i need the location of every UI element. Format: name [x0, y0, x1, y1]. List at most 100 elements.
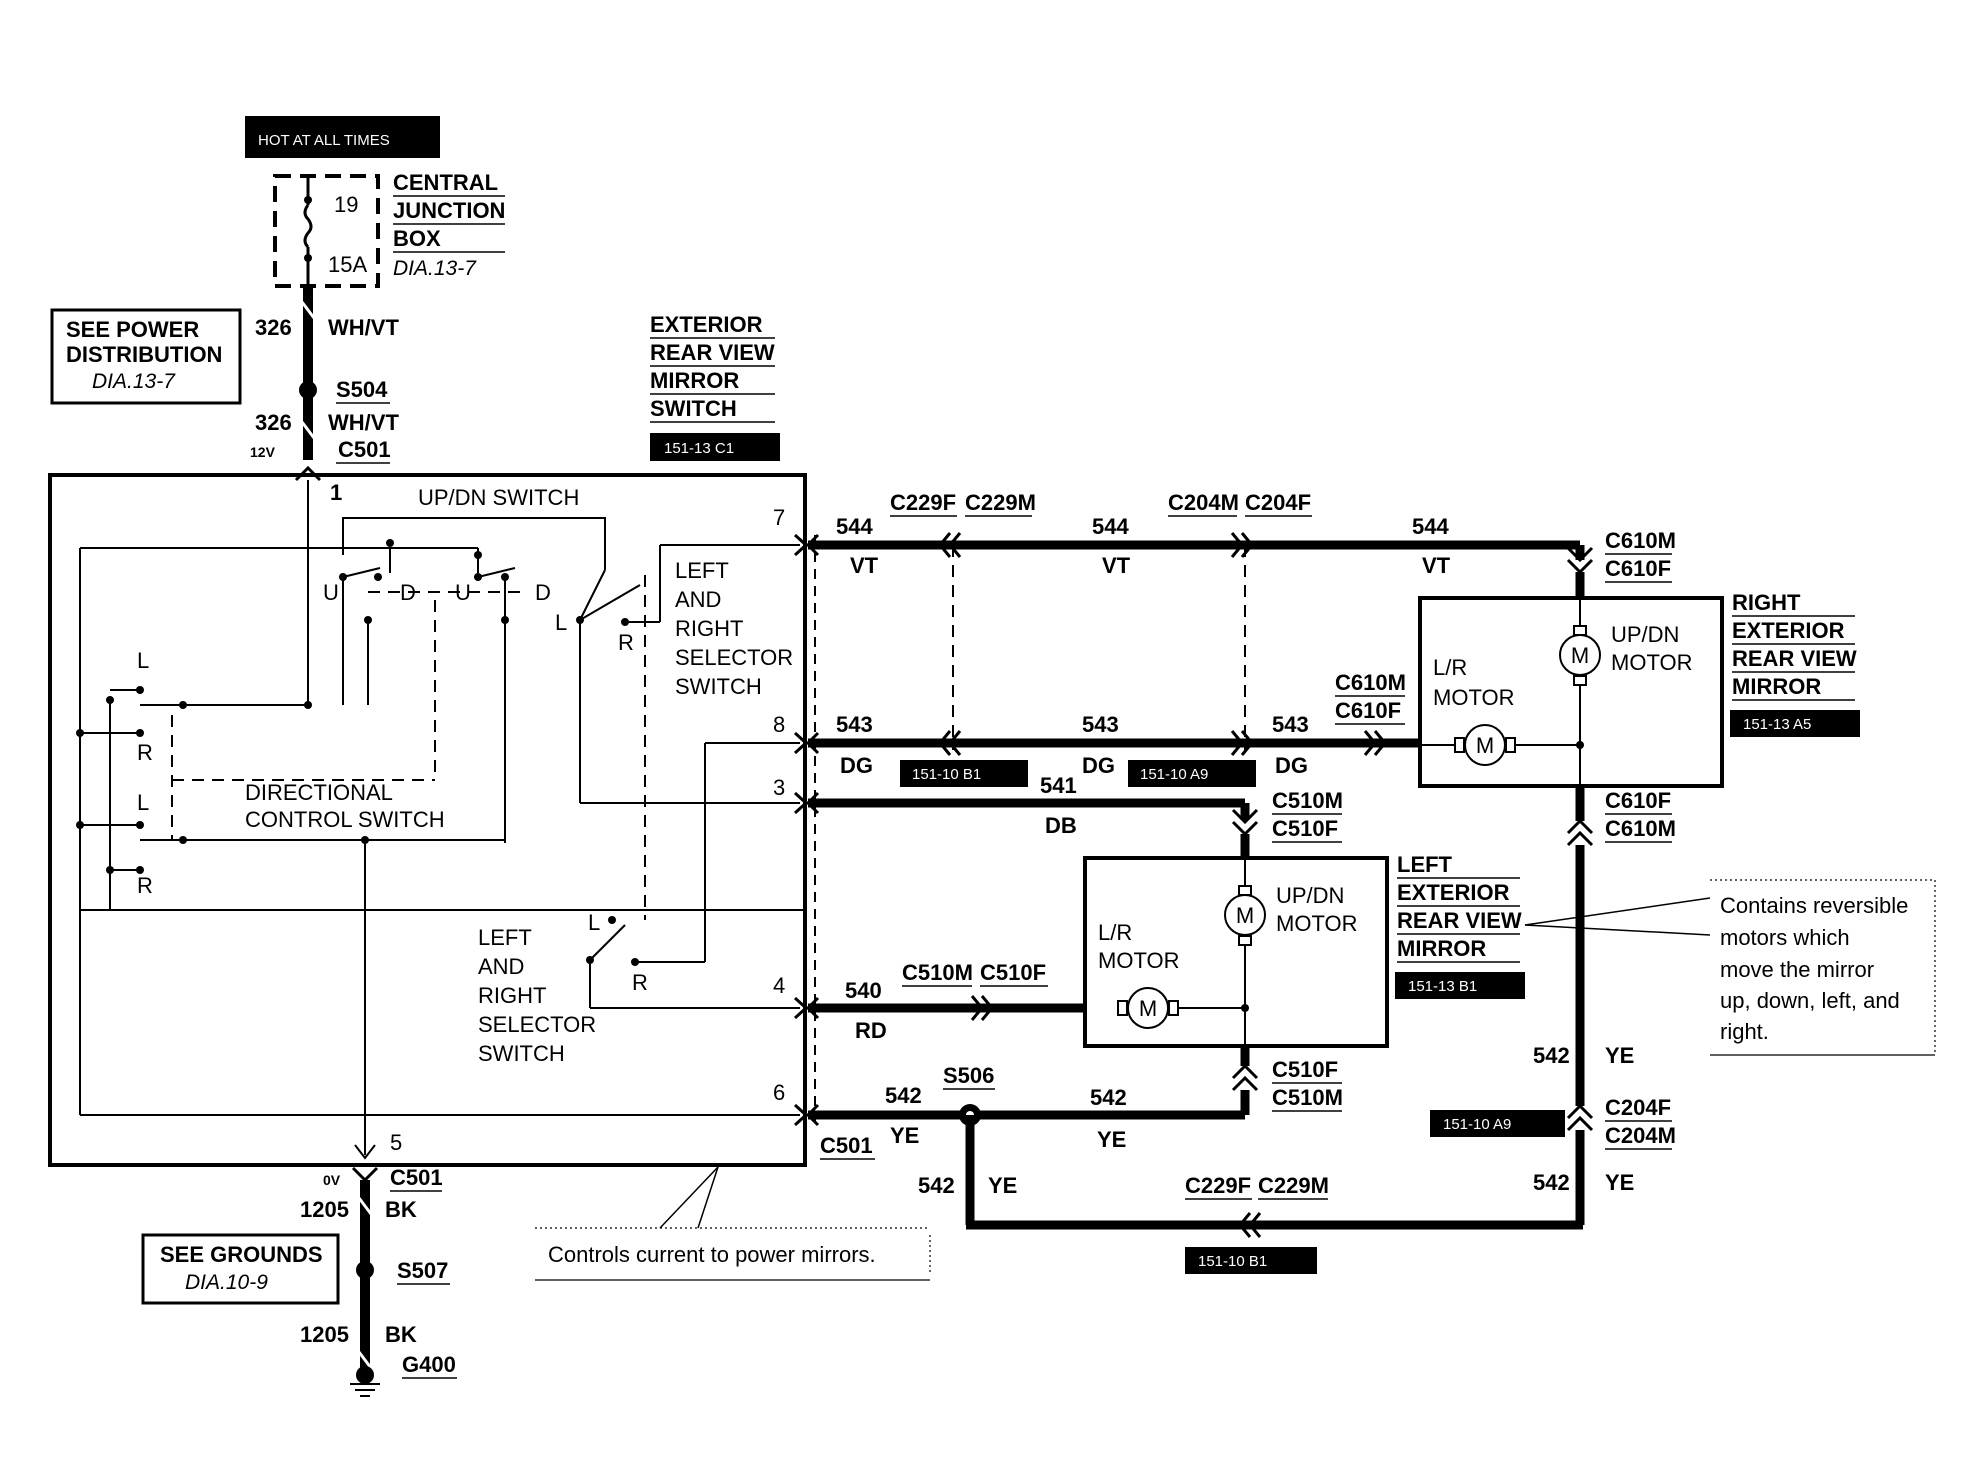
pin-7: 7	[773, 505, 785, 530]
dir-r1: R	[137, 740, 153, 765]
updn-u1: U	[323, 580, 339, 605]
ref-a9-box-bottom	[1430, 1110, 1565, 1137]
right-mirror-label-2: EXTERIOR	[1732, 618, 1845, 643]
switch-ref: 151-13 C1	[664, 440, 734, 457]
left-mirror-label-2: EXTERIOR	[1397, 880, 1510, 905]
wire-ye-a: YE	[890, 1123, 919, 1148]
switch-title-4: SWITCH	[650, 396, 737, 421]
switch-ref-box	[650, 433, 780, 461]
left-updn-label-2: MOTOR	[1276, 911, 1357, 936]
splice-s507-label: S507	[397, 1258, 448, 1283]
wire-dg-c: DG	[1275, 753, 1308, 778]
wire-543-c: 543	[1272, 712, 1309, 737]
dir-l1: L	[137, 648, 149, 673]
updn-u2: U	[455, 580, 471, 605]
right-mirror-ref-box	[1730, 710, 1860, 737]
updn-d2: D	[535, 580, 551, 605]
right-mirror-ref: 151-13 A5	[1743, 716, 1811, 733]
c610f-bottom: C610F	[1605, 788, 1671, 813]
c610m-bottom: C610M	[1605, 816, 1676, 841]
ground-g400-label: G400	[402, 1352, 456, 1377]
see-power-label-1: SEE POWER	[66, 317, 199, 342]
wire-543-b: 543	[1082, 712, 1119, 737]
central-junction-box	[273, 174, 380, 288]
sel-top-label-3: RIGHT	[675, 616, 743, 641]
ref-b1-bottom: 151-10 B1	[1198, 1253, 1267, 1270]
voltage-0v: 0V	[323, 1172, 341, 1188]
see-grounds-dia: DIA.10-9	[185, 1271, 268, 1294]
wire-vt-a: VT	[850, 553, 879, 578]
wire-ye-d: YE	[1605, 1043, 1634, 1068]
wire-541: 541	[1040, 773, 1077, 798]
wire-dg-a: DG	[840, 753, 873, 778]
fuse-icon	[303, 204, 313, 249]
splice-s507	[356, 1261, 374, 1279]
see-power-dia: DIA.13-7	[92, 370, 176, 393]
right-mirror-label-1: RIGHT	[1732, 590, 1801, 615]
ref-b1-box-top	[900, 760, 1028, 787]
c610m-top: C610M	[1605, 528, 1676, 553]
note-right-5: right.	[1720, 1019, 1769, 1044]
wire-db: DB	[1045, 813, 1077, 838]
left-mirror-ref-box	[1395, 972, 1525, 999]
switch-title-1: EXTERIOR	[650, 312, 763, 337]
wire-544-b: 544	[1092, 514, 1129, 539]
updn-d1: D	[400, 580, 416, 605]
right-updn-label-2: MOTOR	[1611, 650, 1692, 675]
c610f-top: C610F	[1605, 556, 1671, 581]
sel-bot-l: L	[588, 910, 600, 935]
wire-whvt-top: WH/VT	[328, 315, 399, 340]
wire-bk-top: BK	[385, 1197, 417, 1222]
fuse-amperage: 15A	[328, 252, 367, 277]
sel-top-label-1: LEFT	[675, 558, 729, 583]
note-right-3: move the mirror	[1720, 957, 1874, 982]
sel-bot-r: R	[632, 970, 648, 995]
c229m-bottom: C229M	[1258, 1173, 1329, 1198]
sel-bot-label-3: RIGHT	[478, 983, 546, 1008]
pin-1: 1	[330, 480, 342, 505]
left-lr-label-1: L/R	[1098, 920, 1132, 945]
wire-1205-top: 1205	[300, 1197, 349, 1222]
c204f-top: C204F	[1245, 490, 1311, 515]
pin-4: 4	[773, 973, 785, 998]
c204f-right: C204F	[1605, 1095, 1671, 1120]
splice-s504-label: S504	[336, 377, 388, 402]
ref-b1-top: 151-10 B1	[912, 766, 981, 783]
sel-top-r: R	[618, 630, 634, 655]
pin-3: 3	[773, 775, 785, 800]
c610m-left: C610M	[1335, 670, 1406, 695]
dir-switch-label-1: DIRECTIONAL	[245, 780, 393, 805]
right-lr-label-1: L/R	[1433, 655, 1467, 680]
hot-at-all-times-box	[245, 116, 440, 158]
ref-a9-box-top	[1128, 760, 1256, 787]
wire-1205-bottom: 1205	[300, 1322, 349, 1347]
wire-rd: RD	[855, 1018, 887, 1043]
c510f-bottom: C510F	[1272, 1057, 1338, 1082]
c229m-top: C229M	[965, 490, 1036, 515]
hot-at-all-times-label: HOT AT ALL TIMES	[258, 132, 390, 149]
c510m-bottom: C510M	[1272, 1085, 1343, 1110]
wire-ye-e: YE	[1605, 1170, 1634, 1195]
c501-bottom-label: C501	[390, 1165, 443, 1190]
wire-vt-c: VT	[1422, 553, 1451, 578]
left-lr-m: M	[1139, 996, 1157, 1021]
sel-bot-label-1: LEFT	[478, 925, 532, 950]
cjb-label-2: JUNCTION	[393, 198, 505, 223]
wire-542-b: 542	[1090, 1085, 1127, 1110]
note-bottom: Controls current to power mirrors.	[548, 1242, 876, 1267]
right-updn-label-1: UP/DN	[1611, 622, 1679, 647]
cjb-label-1: CENTRAL	[393, 170, 498, 195]
cjb-dia: DIA.13-7	[393, 257, 477, 280]
left-mirror-ref: 151-13 B1	[1408, 978, 1477, 995]
wire-542-a: 542	[885, 1083, 922, 1108]
see-grounds-box	[141, 1233, 340, 1305]
wire-542-c: 542	[918, 1173, 955, 1198]
dir-r2: R	[137, 873, 153, 898]
ref-a9-top: 151-10 A9	[1140, 766, 1208, 783]
wire-326-top: 326	[255, 315, 292, 340]
splice-s504	[299, 381, 317, 399]
wire-544-a: 544	[836, 514, 873, 539]
left-updn-label-1: UP/DN	[1276, 883, 1344, 908]
